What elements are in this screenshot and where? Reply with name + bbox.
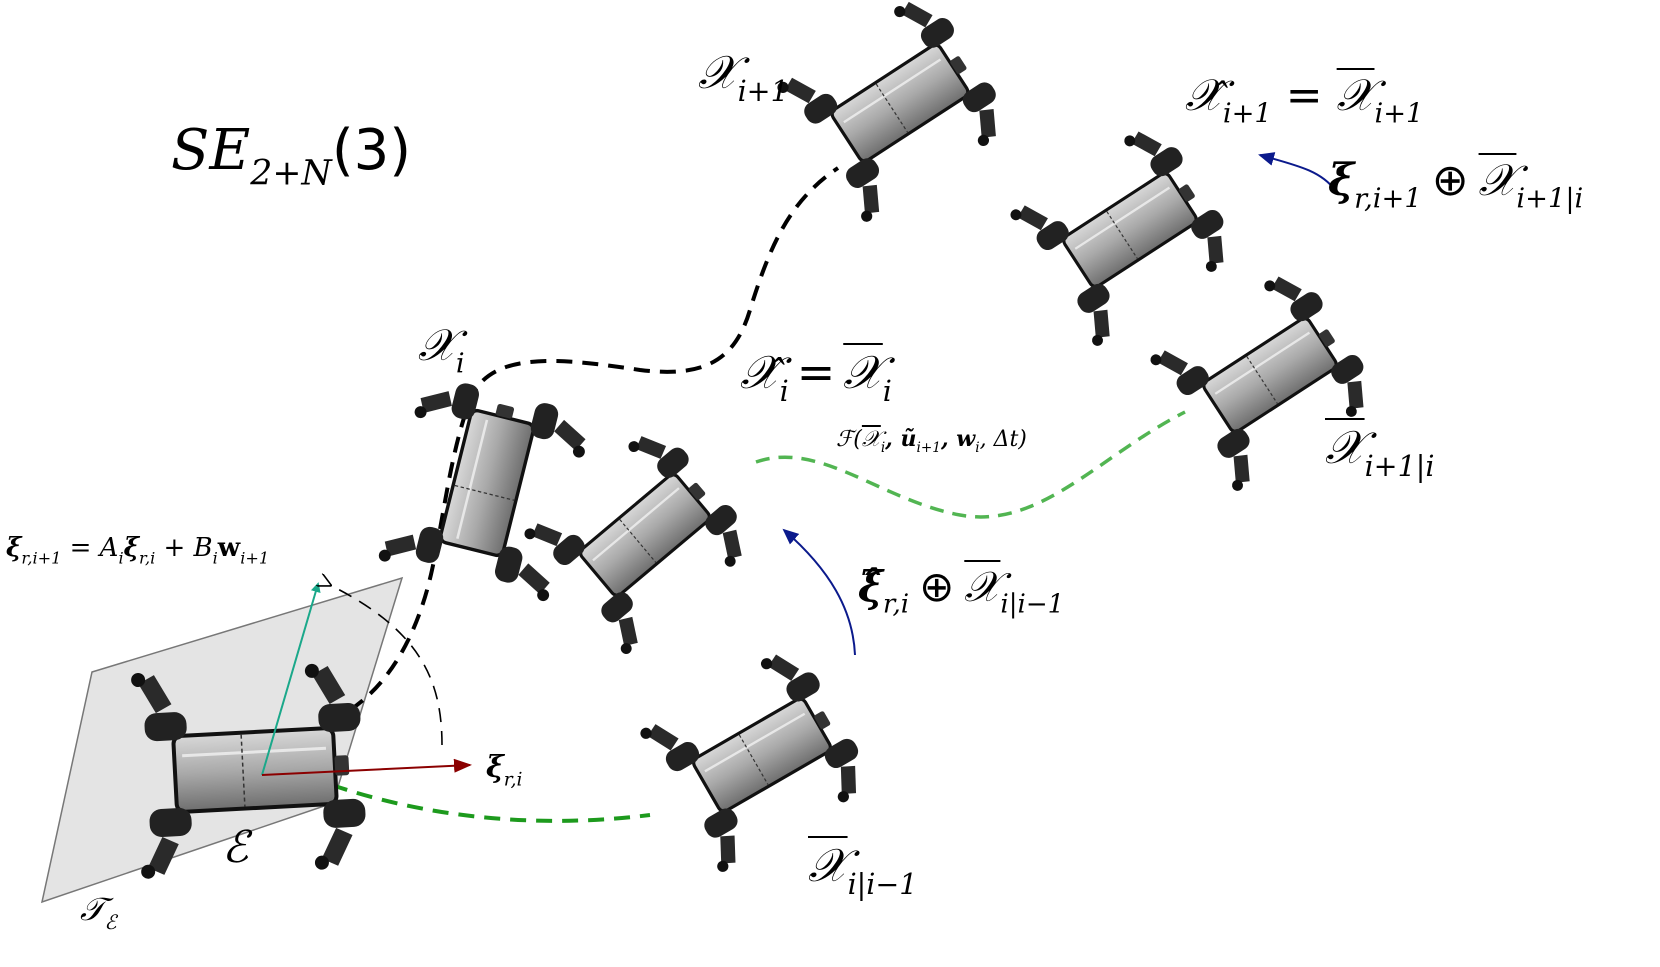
label-x-pred-next-sub: i+1|i	[1364, 449, 1435, 483]
label-xi-dynamics-eq: = A	[61, 533, 119, 563]
composition-arc-i	[782, 528, 856, 656]
label-x-pred-i-bar: 𝒳	[808, 838, 848, 892]
label-xi-dynamics-plus: + B	[155, 533, 213, 563]
label-x-next-est-sub1: i+1	[1222, 98, 1272, 130]
label-xi-dynamics-sub2: r,i	[139, 548, 156, 568]
label-x-next-sym: 𝒳	[698, 45, 738, 99]
robot-x-i	[375, 371, 596, 605]
label-tangent-sub: ℰ	[104, 910, 117, 934]
label-xi-i-op: ξ̂r,i ⊕𝒳i|i−1	[858, 562, 1064, 620]
label-xi-i-op-sub1: r,i	[882, 589, 910, 620]
composition-arc-next	[1258, 152, 1336, 191]
label-propagation-bar: 𝒳	[861, 427, 881, 452]
label-xi-dynamics-subw: i+1	[240, 548, 270, 568]
true-trajectory	[348, 166, 840, 712]
label-x-next-est: 𝒳̂i+1=𝒳i+1	[1185, 70, 1423, 129]
label-x-i-est-sub1: i	[779, 374, 789, 408]
label-xi-ri: ξr,i	[486, 750, 522, 790]
label-xi-next-op: ξr,i+1 ⊕𝒳i+1|i	[1328, 155, 1583, 214]
label-propagation-sub3: i	[975, 440, 980, 457]
group-label-text: SE	[171, 118, 251, 183]
group-label-arg: (3)	[331, 118, 412, 183]
dynamics-arc	[330, 585, 443, 746]
label-x-i-est-sub2: i	[882, 374, 892, 408]
label-xi-i-op-sub2: i|i−1	[1000, 589, 1065, 620]
label-frame-e-sym: ℰ	[222, 822, 249, 873]
label-x-i-est-bar: 𝒳	[843, 345, 883, 399]
group-label: SE2+N(3)	[171, 118, 411, 194]
label-x-next-est-eq: =	[1285, 70, 1323, 121]
label-xi-next-op-xi: ξ	[1328, 155, 1355, 206]
robot-x-i-est	[520, 417, 763, 658]
label-xi-dynamics-xi1: ξ	[6, 533, 22, 563]
label-xi-next-op-oplus: ⊕	[1431, 155, 1469, 206]
label-x-next-est-bar: 𝒳	[1336, 70, 1375, 121]
label-xi-dynamics-subB: i	[212, 548, 218, 568]
label-x-next-est-sub2: i+1	[1374, 98, 1424, 130]
label-xi-i-op-oplus: ⊕	[919, 562, 955, 611]
label-xi-next-op-sub2: i+1|i	[1516, 183, 1584, 215]
label-x-pred-i: 𝒳i|i−1	[808, 838, 917, 901]
label-x-next: 𝒳i+1	[698, 45, 789, 108]
label-xi-i-op-bar: 𝒳	[964, 562, 1001, 611]
label-propagation: ℱ(𝒳i, ũi+1, wi, Δt)	[836, 426, 1027, 456]
label-propagation-rest3: , Δt)	[979, 427, 1027, 452]
propagated-trajectory	[755, 410, 1186, 519]
label-xi-dynamics-sub1: r,i+1	[21, 548, 62, 568]
label-x-pred-i-sub: i|i−1	[847, 867, 918, 901]
label-tangent: 𝒯ℰ	[80, 890, 117, 934]
label-x-pred-next: 𝒳i+1|i	[1325, 420, 1434, 483]
label-xi-ri-sub: r,i	[503, 769, 523, 791]
label-xi-dynamics-subA: i	[118, 548, 124, 568]
label-x-i-est-hat: 𝒳̂	[740, 345, 780, 399]
label-x-i-est-eq: =	[796, 345, 836, 399]
xi-ri-vector	[261, 758, 472, 776]
velocity-vector-teal	[261, 582, 321, 776]
label-x-i-sub: i	[455, 348, 465, 380]
label-xi-dynamics-xi2: ξ	[123, 533, 140, 563]
label-xi-next-op-bar: 𝒳	[1478, 155, 1517, 206]
label-frame-e: ℰ	[222, 822, 249, 873]
group-label-sub: 2+N	[250, 153, 332, 194]
label-propagation-rest2: , w	[940, 426, 976, 452]
label-x-next-sub: i+1	[737, 74, 789, 108]
label-xi-dynamics: ξr,i+1 = Aiξr,i + Biwi+1	[6, 533, 269, 567]
label-xi-ri-xi: ξ	[486, 750, 504, 785]
label-propagation-fn: ℱ(	[836, 427, 862, 452]
label-tangent-sym: 𝒯	[80, 890, 105, 928]
label-x-i-sym: 𝒳	[418, 320, 456, 371]
robot-x-next-est	[1006, 115, 1246, 350]
label-x-i-est: 𝒳̂i=𝒳i	[740, 345, 892, 408]
label-x-pred-next-bar: 𝒳	[1325, 420, 1365, 474]
label-xi-i-op-xi: ξ̂	[858, 562, 883, 611]
label-xi-next-op-sub1: r,i+1	[1354, 183, 1422, 215]
predicted-trajectory-past	[331, 783, 651, 823]
label-propagation-rest: , ũ	[885, 426, 917, 452]
label-xi-dynamics-w: w	[217, 533, 241, 563]
robot-x-i-next	[773, 0, 1019, 226]
label-x-next-est-hat: 𝒳̂	[1185, 70, 1223, 121]
label-propagation-sub: i	[880, 440, 886, 457]
label-propagation-sub2: i+1	[916, 440, 941, 457]
label-x-i: 𝒳i	[418, 320, 465, 379]
